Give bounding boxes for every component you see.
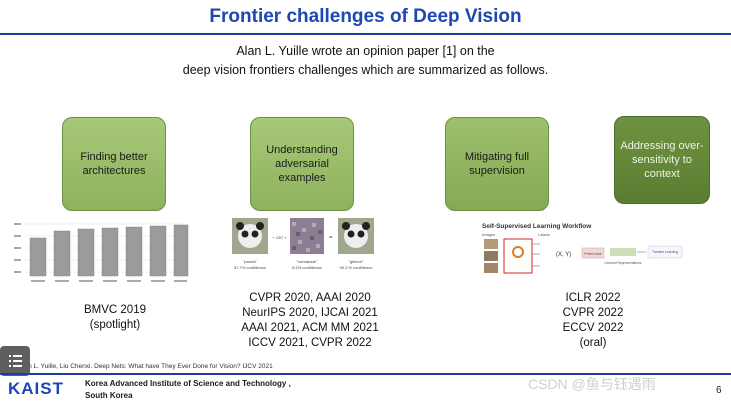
venue-line: ICLR 2022 (565, 292, 621, 304)
bar-5 (125, 226, 143, 277)
bar-3 (77, 228, 95, 277)
venue-line: CVPR 2022 (562, 307, 624, 319)
csdn-watermark: CSDN @鱼与钰遇雨 (528, 376, 656, 392)
venue-line: (spotlight) (89, 319, 141, 331)
challenge-label: Understanding adversarial examples (266, 144, 338, 184)
gibbon-conf: 99.3 % confidence (340, 265, 374, 270)
challenge-label: Addressing over-sensitivity to context (620, 140, 704, 180)
venue-line: (oral) (579, 337, 607, 349)
venue-line: CVPR 2020, AAAI 2020 (249, 292, 371, 304)
equals-operator: = (329, 235, 333, 241)
slide-title: Frontier challenges of Deep Vision (209, 6, 522, 27)
noise-conf: 8.2% confidence (292, 265, 322, 270)
panda-label: "panda" (243, 259, 258, 264)
bar-2 (53, 230, 71, 277)
challenge-box-architectures: Finding better architectures (62, 117, 166, 211)
ssl-tuple: (X, Y) (556, 252, 571, 258)
venue-line: NeurIPS 2020, IJCAI 2021 (242, 307, 378, 319)
noise-label: "nematode" (297, 259, 318, 264)
footnote: [1] Alan L. Yuille, Liu Chenxi. Deep Net… (10, 363, 273, 370)
bar-7 (173, 224, 189, 277)
challenge-box-context: Addressing over-sensitivity to context (614, 116, 710, 204)
institute-name: Korea Advanced Institute of Science and … (85, 378, 291, 402)
ssl-labels-label: Labels (538, 232, 550, 237)
venue-line: BMVC 2019 (83, 304, 146, 316)
venue-line: ECCV 2022 (562, 322, 624, 334)
slide-header (0, 0, 731, 34)
header-rule (0, 33, 731, 35)
ssl-transfer: Transfer Learning (652, 250, 678, 254)
panda-conf: 57.7% confidence (234, 265, 267, 270)
slide-menu-button[interactable] (0, 346, 30, 376)
ssl-pretext: Pretext task (584, 252, 602, 256)
ssl-images-label: Images (482, 232, 495, 237)
gibbon-label: "gibbon" (349, 259, 364, 264)
intro-line-2: deep vision frontiers challenges which a… (182, 63, 549, 77)
challenge-box-adversarial: Understanding adversarial examples (250, 117, 354, 211)
institute-line-1: Korea Advanced Institute of Science and … (85, 379, 291, 388)
bar-6 (149, 225, 167, 277)
architecture-bar-figure (14, 223, 189, 282)
challenge-label: Finding better architectures (80, 151, 148, 177)
page-number: 6 (716, 385, 722, 396)
intro-text: Alan L. Yuille wrote an opinion paper [1… (60, 42, 671, 80)
challenge-label: Mitigating full supervision (464, 151, 530, 177)
ssl-workflow-figure: Self-Supervised Learning Workflow Images… (482, 223, 683, 274)
kaist-logo: KAIST (8, 379, 64, 398)
plus-operator: + .007 × (272, 235, 287, 240)
intro-line-1: Alan L. Yuille wrote an opinion paper [1… (236, 44, 495, 58)
bar-1 (29, 237, 47, 277)
footer-rule (0, 373, 731, 375)
venues-architectures: BMVC 2019 (spotlight) (60, 303, 170, 333)
list-menu-icon (9, 355, 22, 367)
challenge-box-supervision: Mitigating full supervision (445, 117, 549, 211)
institute-line-2: South Korea (85, 391, 133, 400)
venues-supervision: ICLR 2022 CVPR 2022 ECCV 2022 (oral) (545, 291, 641, 351)
venues-adversarial: CVPR 2020, AAAI 2020 NeurIPS 2020, IJCAI… (225, 291, 395, 351)
adversarial-panda-figure: + .007 × = "panda" 57.7% confidence "nem… (232, 218, 374, 270)
bar-4 (101, 227, 119, 277)
ssl-title: Self-Supervised Learning Workflow (482, 223, 592, 230)
ssl-learned: Learned Representations (604, 261, 641, 265)
venue-line: ICCV 2021, CVPR 2022 (248, 337, 372, 349)
venue-line: AAAI 2021, ACM MM 2021 (241, 322, 379, 334)
